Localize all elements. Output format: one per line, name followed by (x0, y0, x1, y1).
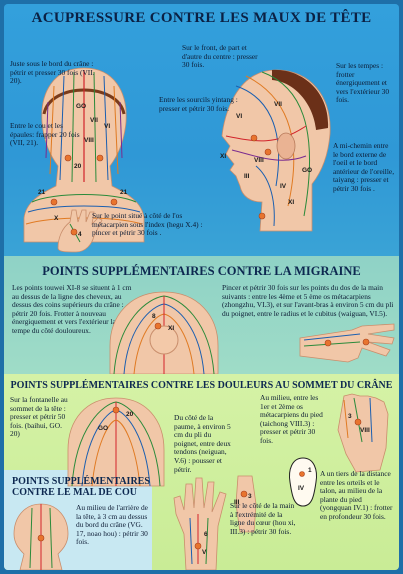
back-head-illustration: GO VII VI VIII 20 21 21 (23, 67, 145, 243)
svg-text:GO: GO (98, 425, 108, 432)
svg-text:20: 20 (74, 163, 82, 170)
svg-text:X: X (54, 215, 59, 222)
crown-pain-panel: POINTS SUPPLÉMENTAIRES CONTRE LES DOULEU… (4, 374, 399, 570)
side-hand-illustration: III 3 (234, 475, 257, 533)
svg-text:3: 3 (348, 413, 352, 420)
svg-text:VIII: VIII (84, 137, 94, 144)
note-fontanelle: Sur la fontanelle au sommet de la tête :… (10, 395, 68, 439)
svg-text:VIII: VIII (360, 427, 370, 434)
note-temples: Sur les tempes : frotter énergiquement e… (336, 61, 390, 105)
note-migraine-right: Pincer et pétrir 30 fois sur les points … (222, 283, 394, 318)
svg-text:III: III (244, 173, 250, 180)
svg-text:VI: VI (236, 113, 242, 120)
note-mid-ear: A mi-chemin entre le bord externe de l'o… (333, 141, 395, 193)
migraine-head-illustration: 8 XI (109, 291, 219, 375)
svg-text:GO: GO (76, 103, 86, 110)
note-forehead: Sur le front, de part et d'autre du cent… (182, 43, 258, 70)
svg-text:3: 3 (248, 493, 252, 500)
poster: ACUPRESSURE CONTRE LES MAUX DE TÊTE (4, 4, 399, 570)
sole-illustration: IV 1 (289, 457, 317, 507)
palm-hand-illustration: 6 V (173, 477, 227, 570)
main-title: ACUPRESSURE CONTRE LES MAUX DE TÊTE (31, 10, 372, 26)
note-hand-index: Sur le point situé à côté de l'os métaca… (92, 211, 203, 238)
note-neck-shoulders: Entre le cou et les épaules: frapper 20 … (10, 121, 80, 148)
note-hand-side: Sur le côté de la main à l'extrémité de … (230, 501, 296, 536)
svg-text:8: 8 (152, 313, 156, 320)
forearm-hand-illustration (299, 323, 395, 363)
side-head-illustration: VI VII VIII III IV XI GO XI (220, 69, 331, 232)
note-foot-metatarsal: Au milieu, entre les 1er et 2ème os méta… (260, 393, 323, 445)
note-neck-back: Au milieu de l'arrière de la tête, à 3 c… (76, 503, 148, 547)
svg-text:6: 6 (204, 531, 208, 538)
note-palm: Du côté de la paume, à environ 5 cm du p… (174, 413, 231, 474)
svg-text:V: V (202, 549, 207, 556)
hegu-hand-illustration: X 4 (54, 209, 103, 253)
svg-text:GO: GO (302, 167, 312, 174)
note-sole: A un tiers de la distance entre les orte… (320, 469, 393, 521)
crown-head-illustration: GO 20 (67, 397, 165, 487)
svg-text:VIII: VIII (254, 157, 264, 164)
headache-panel: ACUPRESSURE CONTRE LES MAUX DE TÊTE (4, 4, 399, 256)
note-migraine-left: Les points touwei XI-8 se situent à 1 cm… (12, 283, 132, 335)
svg-text:1: 1 (308, 467, 312, 474)
svg-text:IV: IV (280, 183, 287, 190)
svg-text:XI: XI (288, 199, 294, 206)
note-neck-base: Juste sous le bord du crâne : pétrir et … (10, 59, 95, 86)
migraine-panel: POINTS SUPPLÉMENTAIRES CONTRE LA MIGRAIN… (4, 256, 399, 375)
svg-text:20: 20 (126, 411, 134, 418)
neck-back-illustration (13, 503, 69, 570)
svg-text:XI: XI (220, 153, 226, 160)
svg-text:VII: VII (274, 101, 282, 108)
svg-text:XI: XI (168, 325, 174, 332)
foot-top-illustration: VIII 3 (337, 393, 389, 473)
svg-text:VI: VI (104, 123, 110, 130)
migraine-title: POINTS SUPPLÉMENTAIRES CONTRE LA MIGRAIN… (42, 264, 361, 278)
neck-pain-title: POINTS SUPPLÉMENTAIRES CONTRE LE MAL DE … (12, 476, 150, 498)
crown-title: POINTS SUPPLÉMENTAIRES CONTRE LES DOULEU… (10, 380, 393, 391)
svg-text:III: III (234, 499, 240, 506)
svg-text:21: 21 (120, 189, 128, 196)
svg-text:4: 4 (78, 231, 82, 238)
svg-text:21: 21 (38, 189, 46, 196)
svg-text:IV: IV (298, 485, 305, 492)
svg-text:VII: VII (90, 117, 98, 124)
note-eyebrows: Entre les sourcils yintang : presser et … (159, 95, 238, 113)
